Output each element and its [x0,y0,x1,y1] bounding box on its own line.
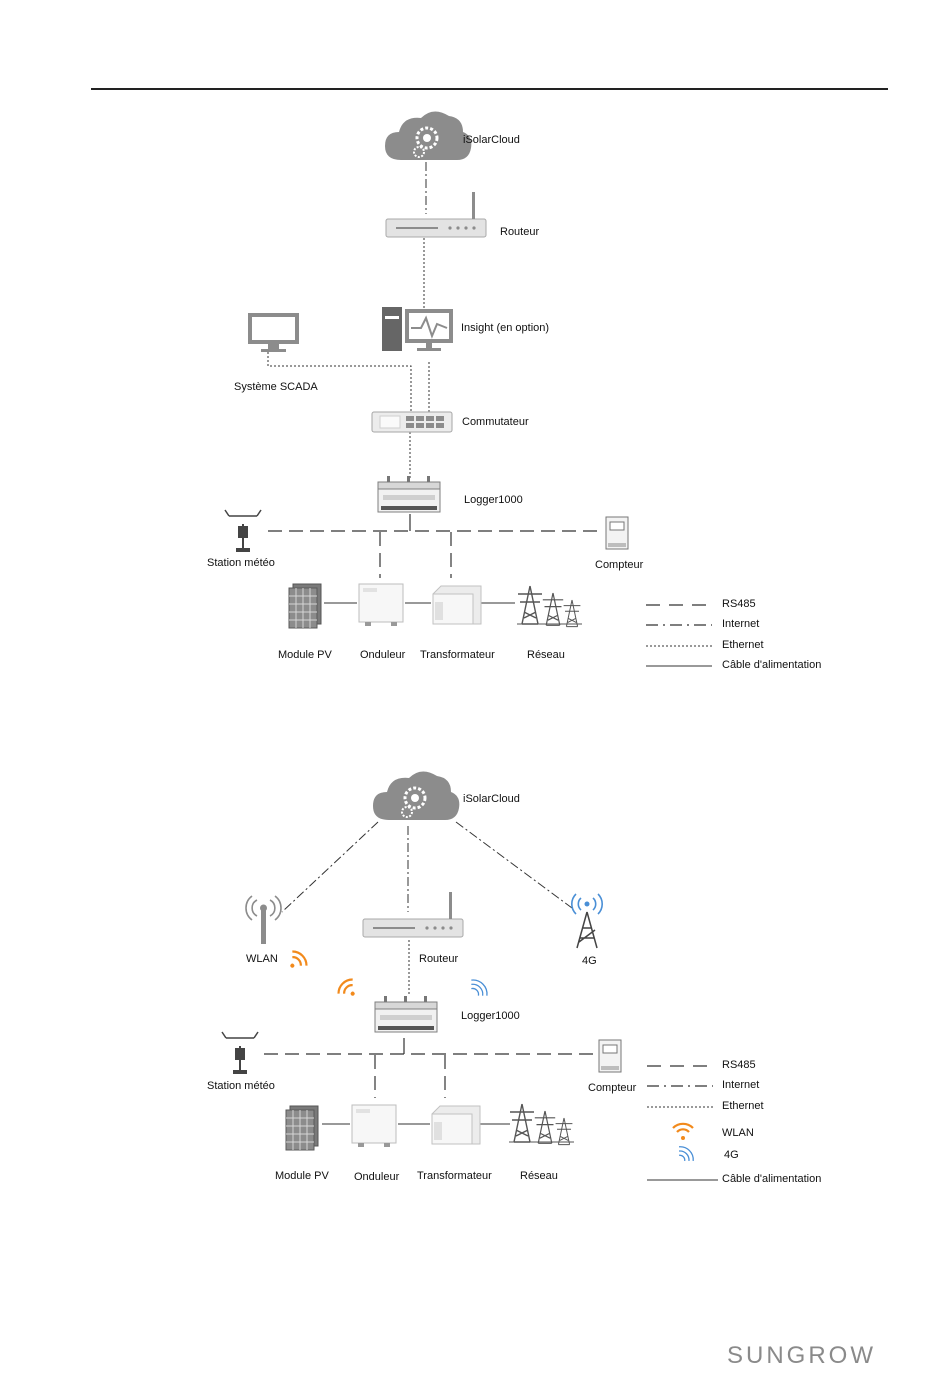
diagram1-connections [267,162,598,604]
diagram2-label-meter: Compteur [588,1082,637,1094]
diagram2-label-transformer: Transformateur [417,1170,492,1182]
diagram2-label-pv: Module PV [275,1170,329,1182]
diagram2-label-router: Routeur [419,953,459,965]
diagram1-meter-icon [605,516,629,550]
diagram2-label-logger: Logger1000 [461,1010,520,1022]
diagram1-switch-icon [371,411,453,433]
diagram2-connections [264,821,594,1125]
diagram2-pv-icon [285,1105,319,1151]
diagram2-transformer-icon [431,1105,481,1145]
diagram1-transformer-icon [432,585,482,625]
legend-4g-icon [678,1146,694,1162]
diagram1-label-logger: Logger1000 [464,494,523,506]
diagram1-legend-lines [646,604,712,667]
diagram1-label-meter: Compteur [595,559,644,571]
diagram1-legend-rs485: RS485 [722,598,756,610]
diagram1-label-scada: Système SCADA [234,381,318,393]
diagram1-label-switch: Commutateur [462,416,529,428]
diagram1-cloud-icon [383,109,473,162]
diagram1-legend-internet: Internet [722,618,760,630]
diagram1-legend-ethernet: Ethernet [722,639,764,651]
diagram1-legend-power: Câble d'alimentation [722,659,822,671]
diagram1-label-insight: Insight (en option) [461,322,550,334]
diagram2-label-grid: Réseau [520,1170,558,1182]
diagram1-label-inverter: Onduleur [360,649,406,661]
diagram2-grid-icon [509,1103,574,1146]
diagram1-weather-icon [224,509,262,553]
diagram2-label-cloud: iSolarCloud [463,793,520,805]
diagram2-logger-icon [374,995,438,1033]
diagram1-grid-icon [517,585,582,628]
diagram1-label-pv: Module PV [278,649,332,661]
diagram1-label-weather: Station météo [207,557,275,569]
diagram2-legend-4g: 4G [724,1149,739,1161]
diagram1-logger-icon [377,475,441,513]
diagram2-label-wlan: WLAN [246,953,278,965]
diagram1-inverter-icon [358,583,404,627]
diagram2-wlan-antenna-icon [245,895,282,944]
diagram2-legend-internet: Internet [722,1079,760,1091]
diagram2-router-icon [362,891,464,938]
sungrow-logo: SUNGROW [727,1342,876,1369]
diagram2-weather-icon [221,1031,259,1075]
diagram2-inverter-icon [351,1104,397,1148]
diagram1-router-icon [385,191,487,238]
diagram2-legend-power: Câble d'alimentation [722,1173,822,1185]
diagram1-label-transformer: Transformateur [420,649,495,661]
diagram2-label-inverter: Onduleur [354,1171,400,1183]
diagram1-label-cloud: iSolarCloud [463,134,520,146]
header-rule [91,88,888,90]
diagram2-logger-4g-icon [471,979,488,996]
diagram1-scada-icon [248,313,299,352]
diagram1-label-router: Routeur [500,226,540,238]
diagram2-label-weather: Station météo [207,1080,275,1092]
diagram2-meter-icon [598,1039,622,1073]
diagram2-label-4g: 4G [582,955,597,967]
diagram1-insight-icon [382,307,453,351]
legend-wlan-icon [671,1122,695,1142]
diagram2-legend-ethernet: Ethernet [722,1100,764,1112]
diagram2-wlan-wifi-icon [282,947,311,976]
diagram2-legend-wlan: WLAN [722,1127,754,1139]
diagram1-pv-icon [288,583,322,629]
diagram2-legend-rs485: RS485 [722,1059,756,1071]
diagram2-logger-wifi-icon [334,975,363,1004]
diagram2-cloud-icon [371,769,461,822]
diagram2-legend-lines [647,1065,718,1181]
diagram1-label-grid: Réseau [527,649,565,661]
diagram2-4g-tower-icon [571,893,603,949]
